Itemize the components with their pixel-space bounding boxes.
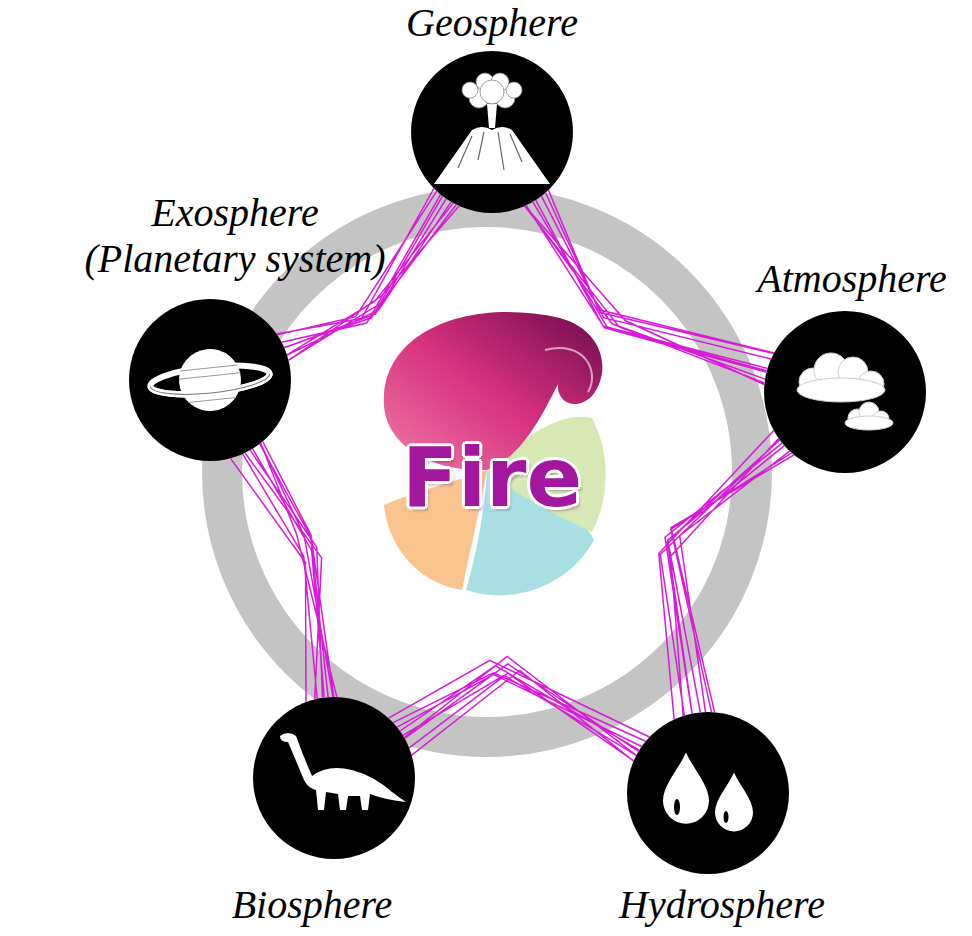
sphere-circle: [764, 311, 926, 473]
sphere-circle: [253, 697, 415, 859]
fire-text: Fire: [402, 433, 582, 523]
sphere-node: Geosphere: [411, 51, 573, 213]
saturn-icon: [147, 343, 273, 417]
logo-curl: [545, 348, 592, 392]
volcano-icon: [434, 73, 550, 184]
sphere-node: Hydrosphere: [627, 712, 789, 874]
drops-icon: [663, 753, 753, 832]
sphere-circle: [627, 712, 789, 874]
sphere-circle: [129, 299, 291, 461]
sphere-label: Geosphere: [406, 0, 578, 46]
sphere-circles: [129, 51, 926, 874]
sphere-circle: [411, 51, 573, 213]
dinosaur-icon: [280, 733, 406, 810]
connection-bundle: [231, 442, 337, 703]
sphere-label: Atmosphere: [757, 256, 947, 302]
cloud-icon: [797, 353, 893, 430]
sphere-node: Atmosphere: [764, 311, 926, 473]
connection-bundle: [659, 431, 794, 720]
sphere-node: Exosphere (Planetary system): [129, 299, 291, 461]
sphere-label: Exosphere (Planetary system): [68, 190, 403, 282]
sphere-label: Biosphere: [232, 882, 393, 928]
fire-node: Fire: [402, 433, 582, 523]
sphere-label: Hydrosphere: [619, 882, 825, 928]
connection-bundle: [389, 657, 650, 762]
grey-ring: [222, 207, 752, 737]
sphere-node: Biosphere: [253, 697, 415, 859]
fire-logo: [384, 312, 606, 595]
connection-bundle: [525, 190, 774, 384]
